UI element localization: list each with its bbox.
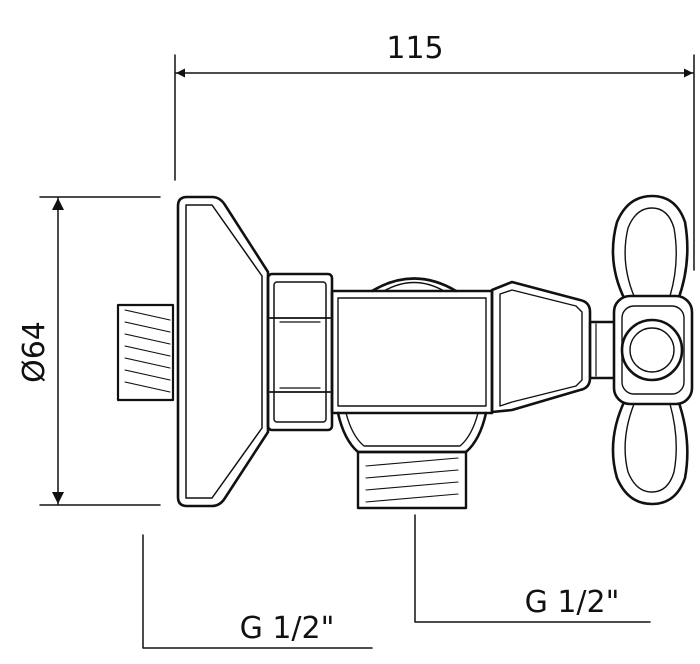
length-label: 115: [386, 31, 443, 66]
leader-outlet-thread: [414, 514, 651, 623]
wall-thread-label: G 1/2": [240, 611, 335, 646]
wall-thread: [116, 303, 175, 402]
bonnet: [490, 280, 592, 414]
stem: [588, 320, 618, 380]
hex-nut: [266, 272, 334, 432]
leader-wall-thread: [142, 534, 373, 649]
valve-body: [330, 277, 494, 454]
diameter-dimension: [39, 196, 161, 506]
length-dimension: [174, 54, 695, 271]
outlet-thread: [356, 450, 468, 510]
diameter-label: Ø64: [17, 321, 52, 383]
flange: [176, 195, 270, 508]
cross-handle: [611, 194, 694, 506]
outlet-thread-label: G 1/2": [525, 585, 620, 620]
